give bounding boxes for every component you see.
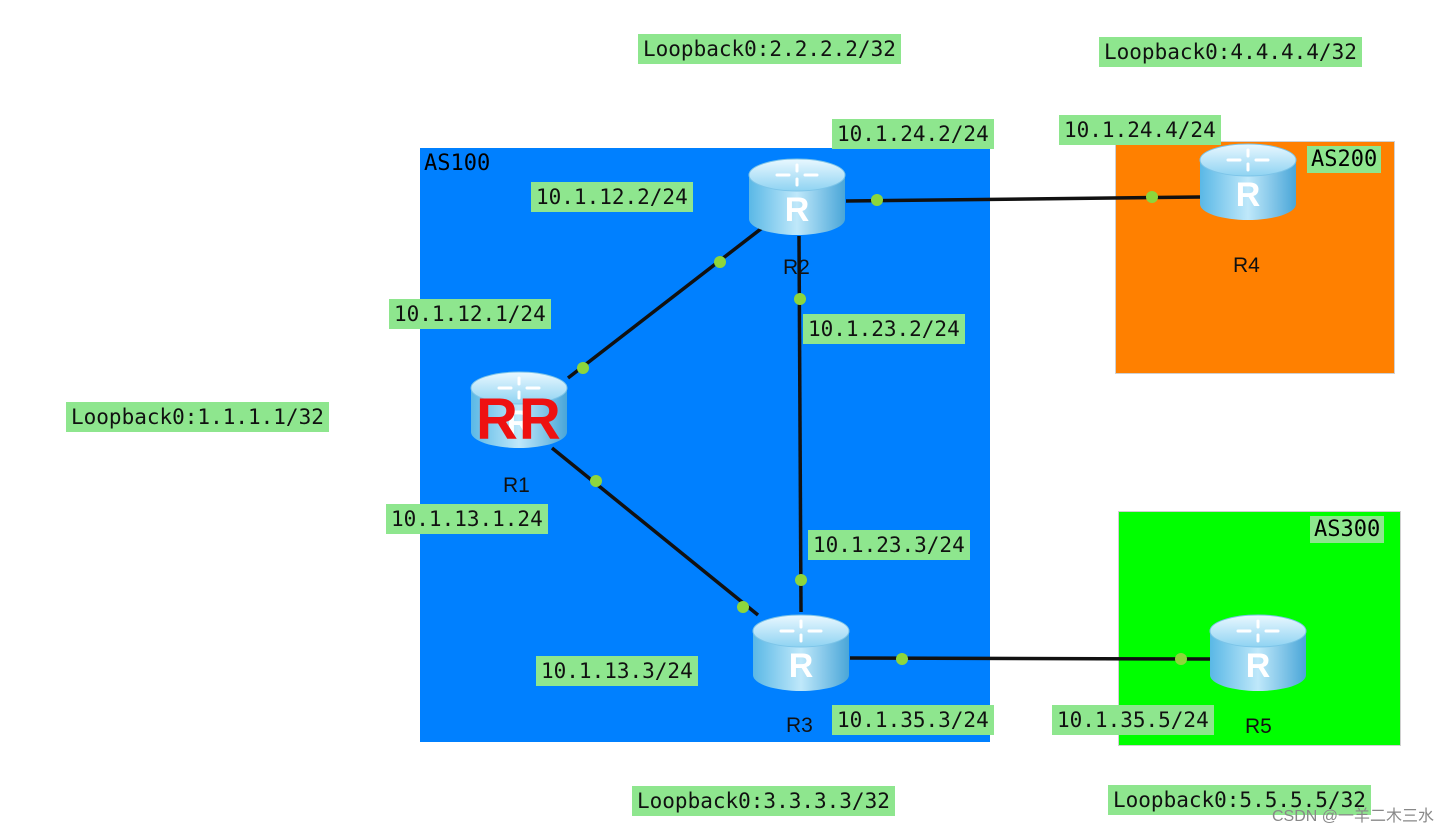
r2-name: R2 xyxy=(783,256,810,279)
port-dot xyxy=(1146,191,1158,203)
link-r1-r2 xyxy=(566,226,764,380)
interface-r3-r1-tag: 10.1.13.3/24 xyxy=(536,656,698,686)
r3-name: R3 xyxy=(786,714,813,737)
port-dot xyxy=(871,194,883,206)
link-r1-r3 xyxy=(550,446,760,617)
interface-r2-r1-tag: 10.1.12.2/24 xyxy=(531,182,693,212)
r4-name: R4 xyxy=(1233,254,1260,277)
port-dot xyxy=(577,362,589,374)
interface-r4-r2-tag: 10.1.24.4/24 xyxy=(1059,115,1221,145)
interface-r1-r3-tag: 10.1.13.1.24 xyxy=(386,504,548,534)
interface-r3-r5-tag: 10.1.35.3/24 xyxy=(832,705,994,735)
port-dot xyxy=(795,574,807,586)
interface-r2-r4-tag: 10.1.24.2/24 xyxy=(832,119,994,149)
interface-r3-r2-tag: 10.1.23.3/24 xyxy=(808,530,970,560)
r5-name: R5 xyxy=(1245,715,1272,738)
r1-name: R1 xyxy=(503,474,530,497)
interface-r5-r3-tag: 10.1.35.5/24 xyxy=(1052,705,1214,735)
r5-router-icon xyxy=(1208,613,1308,693)
loopback-r3-tag: Loopback0:3.3.3.3/32 xyxy=(632,786,895,816)
as200-label: AS200 xyxy=(1307,146,1382,173)
loopback-r2-tag: Loopback0:2.2.2.2/32 xyxy=(638,34,901,64)
loopback-r5-tag: Loopback0:5.5.5.5/32 xyxy=(1108,785,1371,815)
watermark: CSDN @一羊二木三水 xyxy=(1271,808,1434,825)
port-dot xyxy=(714,256,726,268)
r3-router-icon xyxy=(751,613,851,693)
link-r3-r5 xyxy=(849,656,1211,661)
port-dot xyxy=(794,293,806,305)
interface-r1-r2-tag: 10.1.12.1/24 xyxy=(389,299,551,329)
route-reflector-label: RR xyxy=(476,387,562,452)
loopback-r1-tag: Loopback0:1.1.1.1/32 xyxy=(66,402,329,432)
port-dot xyxy=(737,601,749,613)
r4-router-icon xyxy=(1198,142,1298,222)
port-dot xyxy=(1175,653,1187,665)
loopback-r4-tag: Loopback0:4.4.4.4/32 xyxy=(1099,37,1362,67)
link-r2-r3 xyxy=(797,235,803,613)
link-r2-r4 xyxy=(845,195,1201,203)
as100-label: AS100 xyxy=(424,151,491,176)
as300-label: AS300 xyxy=(1310,516,1385,543)
port-dot xyxy=(896,653,908,665)
r2-router-icon xyxy=(747,157,847,237)
port-dot xyxy=(590,475,602,487)
interface-r2-r3-tag: 10.1.23.2/24 xyxy=(803,314,965,344)
